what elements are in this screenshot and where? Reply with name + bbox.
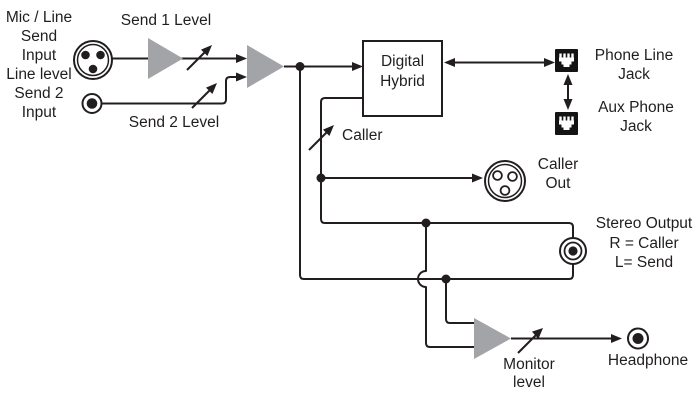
send2-level-control-icon xyxy=(191,83,217,109)
caller-level-label: Caller xyxy=(342,127,383,144)
junction-dot xyxy=(441,274,451,284)
phone-line-jack-icon xyxy=(555,49,578,72)
caller-out-label: Caller Out xyxy=(537,156,579,192)
junction-dot xyxy=(316,173,326,183)
monitor-level-control-icon xyxy=(517,328,543,354)
digital-hybrid-label: Digital Hybrid xyxy=(380,53,425,90)
junction-dot xyxy=(295,62,305,71)
aux-phone-jack-label: Aux Phone Jack xyxy=(598,99,674,135)
arrowhead xyxy=(236,54,247,63)
headphone-label: Headphone xyxy=(607,352,689,369)
wire-send-to-stereo xyxy=(299,66,574,280)
send1-amp-icon xyxy=(148,38,183,79)
wire-send2 xyxy=(101,76,238,105)
send1-level-label: Send 1 Level xyxy=(120,12,212,29)
digital-hybrid-box xyxy=(362,40,443,117)
wire-caller xyxy=(320,97,574,238)
mic-line-input-label: Mic / Line Send Input xyxy=(5,9,73,64)
headphone-jack-icon xyxy=(627,327,649,350)
wire-send-to-monitor xyxy=(445,279,474,324)
arrowhead xyxy=(352,62,363,71)
arrowhead-left xyxy=(444,58,455,67)
caller-level-control-icon xyxy=(308,125,334,151)
arrowhead-down xyxy=(563,99,573,110)
arrowhead xyxy=(472,173,483,183)
send2-level-label: Send 2 Level xyxy=(128,114,220,131)
stereo-output-label: Stereo Output R = Caller L= Send xyxy=(595,215,693,271)
monitor-level-label: Monitor level xyxy=(503,356,555,391)
monitor-amp-icon xyxy=(474,318,511,359)
send1-level-control-icon xyxy=(186,45,212,71)
aux-phone-jack-icon xyxy=(555,112,578,135)
xlr-male-connector-icon xyxy=(484,160,526,202)
xlr-female-connector-icon xyxy=(73,40,113,80)
wire-caller-to-monitor xyxy=(417,223,474,348)
arrowhead xyxy=(236,72,247,82)
line-input-jack-icon xyxy=(81,93,103,114)
line-level-input-label: Line level Send 2 Input xyxy=(6,66,72,121)
arrowhead xyxy=(611,334,622,343)
arrowhead-up xyxy=(563,74,573,85)
arrowhead-right xyxy=(544,58,555,67)
junction-dot xyxy=(421,218,431,228)
phone-line-jack-label: Phone Line Jack xyxy=(594,47,674,83)
stereo-jack-icon xyxy=(559,237,587,265)
summing-amp-icon xyxy=(247,45,284,88)
